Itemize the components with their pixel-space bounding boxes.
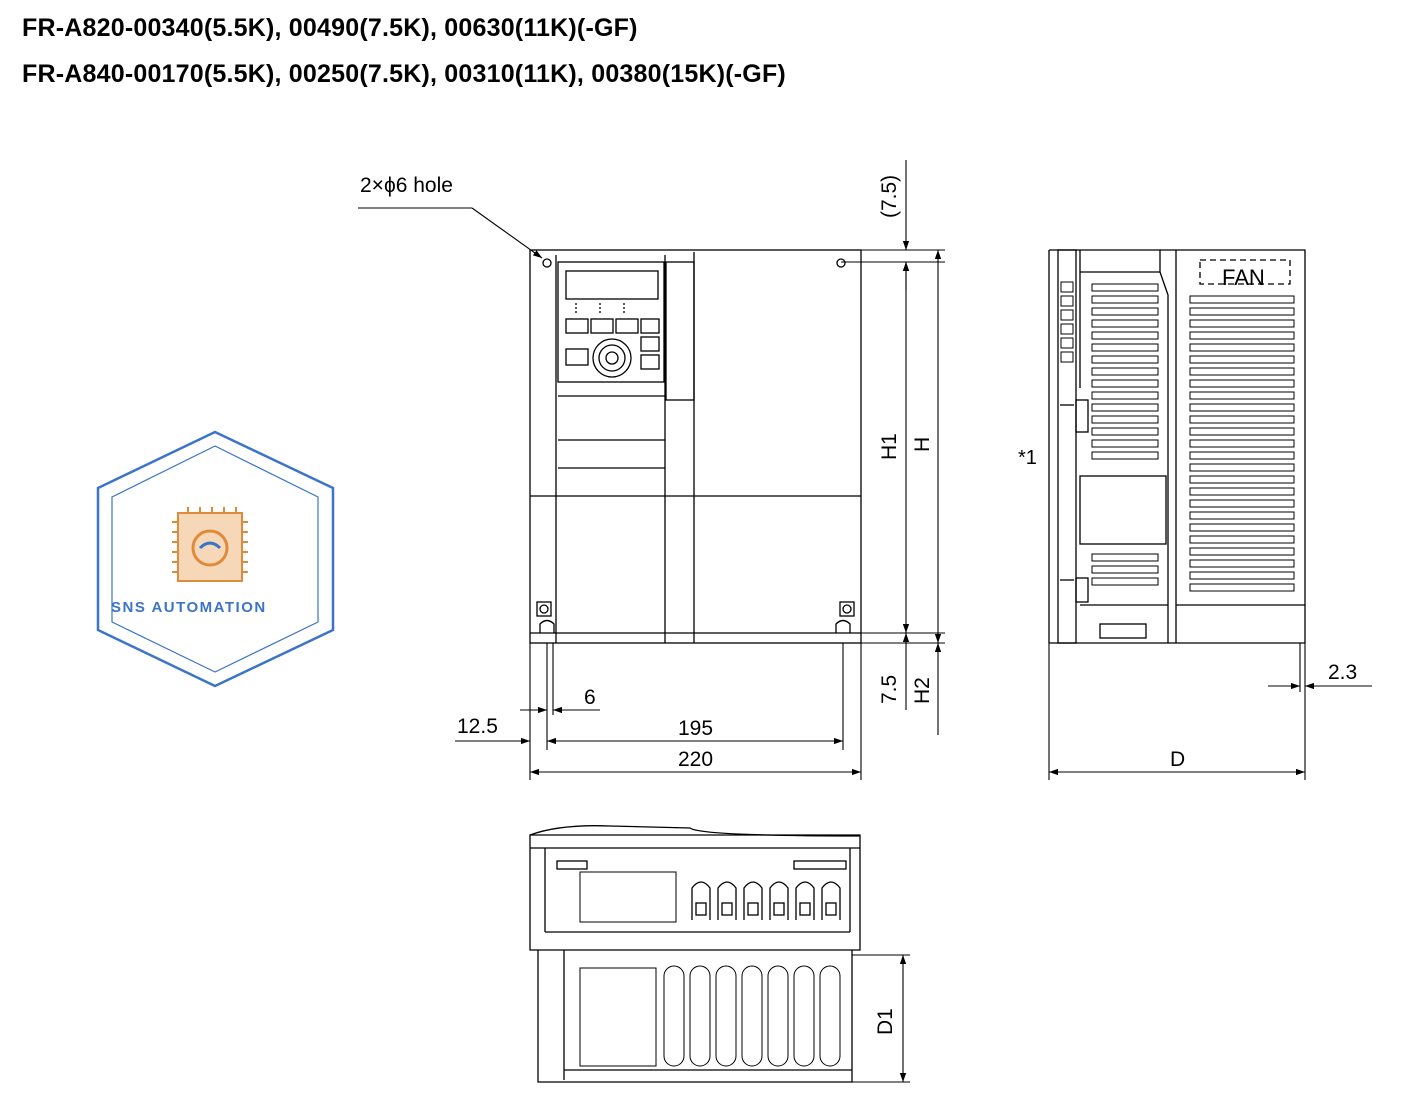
dim-hole-pitch: 195 (678, 717, 713, 740)
side-dimensions (1048, 643, 1372, 780)
dim-width: 220 (678, 748, 713, 771)
dim-offset: 2.3 (1328, 661, 1357, 684)
brand-text: SNS AUTOMATION (111, 599, 267, 616)
dim-top-margin: (7.5) (878, 175, 901, 218)
front-view (529, 249, 862, 644)
side-view (1048, 249, 1306, 644)
bottom-vents (579, 871, 841, 1067)
model-title-a820: FR-A820-00340(5.5K), 00490(7.5K), 00630(… (22, 14, 638, 42)
dim-h: H (911, 437, 934, 452)
front-dimension-labels: 2×ϕ6 hole (7.5) H1 H 7.5 H2 6 12.5 195 2… (360, 174, 934, 771)
dim-depth: D (1170, 748, 1185, 771)
dim-d1: D1 (874, 1008, 897, 1035)
bottom-dimensions (852, 954, 910, 1083)
dim-h1: H1 (878, 433, 901, 460)
fan-label: FAN (1222, 265, 1265, 290)
side-labels: FAN *1 2.3 D (1018, 265, 1357, 771)
dim-h2: H2 (911, 677, 934, 704)
dim-hole-offset: 12.5 (457, 715, 498, 738)
brand-watermark: SNS AUTOMATION (96, 430, 335, 688)
hole-note: 2×ϕ6 hole (360, 174, 453, 197)
dim-hole-dia: 6 (584, 686, 596, 709)
side-vents (1060, 281, 1295, 592)
dim-bottom-margin: 7.5 (878, 675, 901, 704)
model-title-a840: FR-A840-00170(5.5K), 00250(7.5K), 00310(… (22, 60, 786, 88)
terminal-block (691, 881, 841, 920)
note-mark: *1 (1018, 447, 1037, 469)
bottom-view (529, 825, 861, 1083)
front-dimensions (358, 160, 945, 780)
chip-icon (177, 512, 243, 582)
